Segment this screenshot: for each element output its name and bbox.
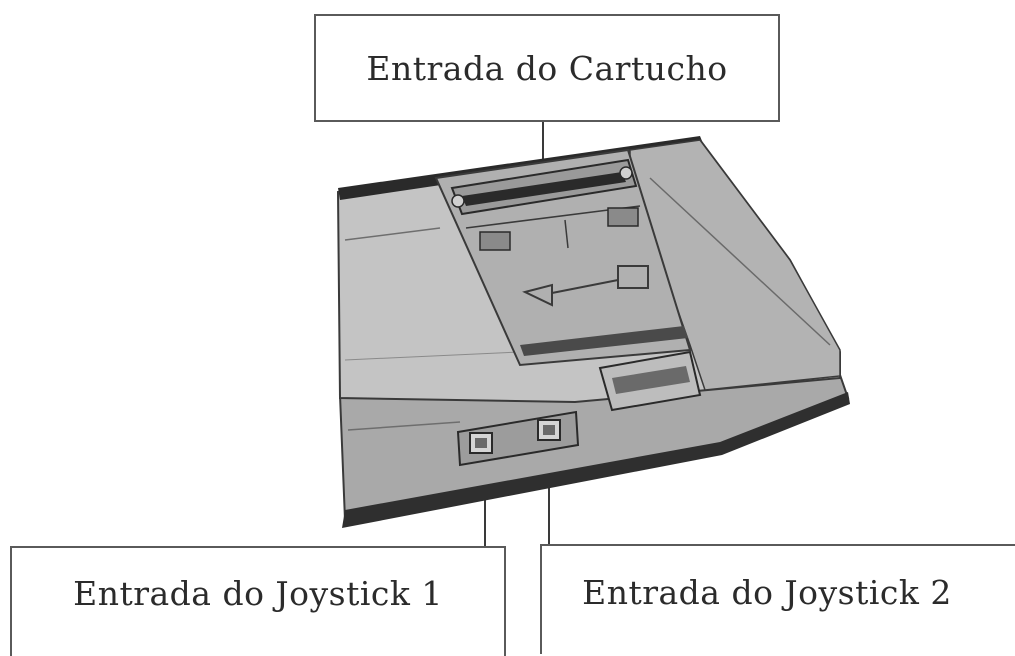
joystick-port-panel (456, 410, 580, 467)
label-cartridge-slot: Entrada do Cartucho (314, 14, 780, 122)
label-cartridge-slot-text: Entrada do Cartucho (366, 48, 728, 88)
cartridge-symbol (522, 265, 649, 307)
label-joystick-1-text: Entrada do Joystick 1 (73, 573, 443, 613)
label-joystick-1: Entrada do Joystick 1 (10, 546, 506, 656)
console-bottom-edge (342, 392, 850, 528)
power-switch (598, 350, 702, 412)
label-joystick-2-text: Entrada do Joystick 2 (582, 572, 952, 612)
cartridge-guides (465, 205, 641, 251)
cartridge-slot (450, 158, 638, 216)
label-joystick-2: Entrada do Joystick 2 (540, 544, 1015, 654)
joystick-port-1 (469, 432, 493, 454)
console-body (336, 136, 850, 528)
joystick-port-2 (537, 419, 561, 441)
